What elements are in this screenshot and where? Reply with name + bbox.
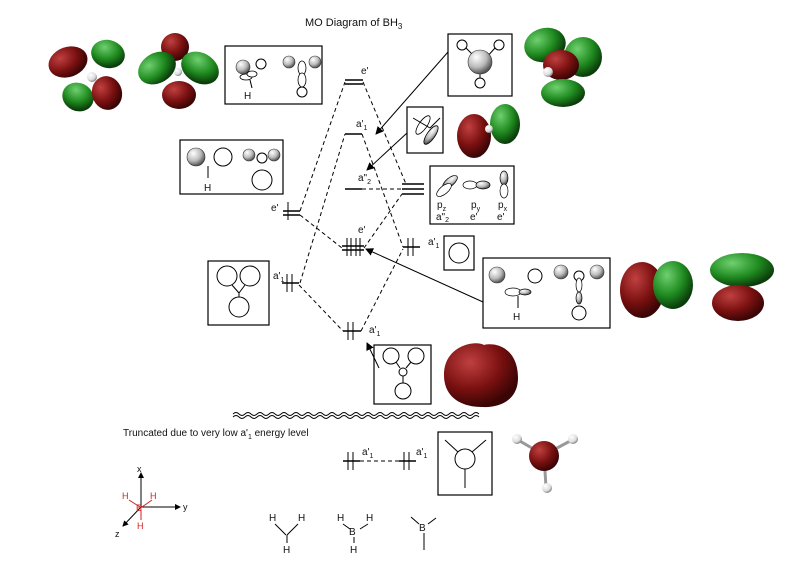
svg-text:H: H [337, 513, 344, 524]
level-a1-right: a'1 [403, 237, 439, 256]
box-bh3-e-prime-right: H [482, 257, 611, 329]
h-label-right: H [513, 312, 520, 323]
correlation-lines [298, 81, 407, 332]
box-bh3-top-right [447, 33, 513, 97]
level-a2-double-prime: a"2 [345, 173, 371, 190]
svg-text:H: H [366, 513, 373, 524]
truncation-separator [232, 412, 480, 416]
orbital-render-bottom [444, 343, 518, 408]
svg-text:H: H [350, 545, 357, 556]
pointer-arrows [365, 51, 484, 369]
orbital-render-right-2 [710, 253, 774, 321]
box-pz-orbital [406, 106, 444, 154]
orbital-render-top-left-2 [138, 33, 219, 109]
level-a1-truncated: a'1 a'1 [343, 447, 427, 470]
label-e-prime-mid: e' [358, 225, 366, 236]
level-a1-left: a'1 [273, 271, 299, 292]
label-e-prime-left: e' [271, 203, 279, 214]
label-a1-left: a'1 [273, 271, 284, 284]
label-a1-trunc-left: a'1 [362, 447, 373, 460]
level-e-prime-left: e' [271, 202, 300, 220]
orbital-render-top-right [524, 27, 602, 107]
svg-text:H: H [298, 513, 305, 524]
structure-bh3-labeled: H H B H [337, 513, 373, 556]
diagram-title: MO Diagram of BH3 [305, 17, 403, 31]
level-a1-upper: a'1 [345, 119, 367, 135]
truncation-caption: Truncated due to very low a'1 energy lev… [123, 428, 309, 441]
structure-h3: H H H [269, 513, 305, 556]
orbital-render-pz [457, 104, 520, 158]
orbital-render-right-1 [620, 261, 693, 318]
label-a2-double-prime: a"2 [358, 173, 371, 186]
box-h-group-a1 [207, 260, 270, 326]
box-bh3-a1-bottom [373, 344, 432, 405]
label-a1-bottom: a'1 [369, 325, 380, 338]
svg-text:H: H [269, 513, 276, 524]
axis-z-label: z [115, 529, 120, 539]
axis-h2: H [150, 491, 157, 501]
label-a1-trunc-right: a'1 [416, 447, 427, 460]
svg-text:B: B [349, 527, 356, 538]
h-label-top: H [244, 91, 251, 102]
orbital-render-top-left-1 [48, 39, 125, 112]
box-boron-p-orbitals: pz py px a"2 e' e' [429, 165, 515, 225]
label-a1-upper: a'1 [356, 119, 367, 132]
svg-text:H: H [283, 545, 290, 556]
p-label-y: py [471, 200, 481, 213]
level-e-prime-top: e' [345, 66, 369, 85]
axis-system: x y z H H H B [115, 464, 188, 539]
svg-text:B: B [419, 523, 426, 534]
axis-x-label: x [137, 464, 142, 474]
box-h-group-e-prime-left: H [179, 139, 284, 195]
label-a1-right: a'1 [428, 237, 439, 250]
orbital-render-truncated [512, 434, 578, 493]
p-label-z: pz [437, 200, 447, 213]
axis-b: B [136, 503, 142, 513]
axis-h1: H [122, 491, 129, 501]
p-sym-e2: e' [497, 212, 505, 223]
axis-y-label: y [183, 502, 188, 512]
level-a1-bottom: a'1 [343, 322, 380, 340]
p-sym-a2: a"2 [436, 212, 449, 224]
box-truncated-a1 [437, 431, 493, 496]
p-label-x: px [498, 200, 508, 213]
h-label-left: H [204, 183, 211, 194]
label-e-prime-top: e' [361, 66, 369, 77]
p-sym-e1: e' [470, 212, 478, 223]
box-boron-s-orbital [443, 235, 475, 271]
level-e-prime-mid: e' [342, 225, 366, 256]
level-boron-p [402, 183, 424, 195]
box-h-group-e-prime-top: H [224, 45, 323, 105]
structure-b-only: B [410, 516, 437, 550]
axis-h3: H [137, 521, 144, 531]
